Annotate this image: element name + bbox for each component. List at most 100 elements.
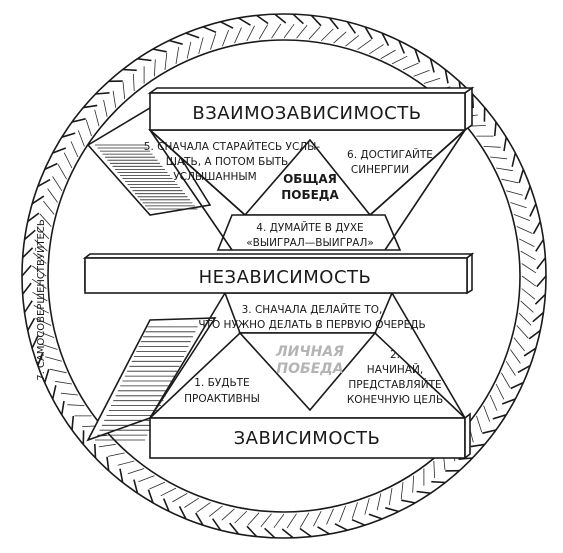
ring-hatch-line [63,152,73,169]
ring-hatch-line [234,510,248,524]
ring-hatch-line [483,405,491,422]
shaded-sides [84,106,217,442]
ring-hatch-line [501,372,511,388]
ring-hatch-line [122,82,126,100]
habit-2: 2. НАЧИНАЙ, ПРЕДСТАВЛЯЙТЕ КОНЕЧНУЮ ЦЕЛЬ [347,349,443,406]
ring-hatch-line [518,238,535,247]
ring-hatch-line [36,226,50,240]
private-victory-line-2: ПОБЕДА [276,361,343,377]
ring-hatch-line [516,226,533,234]
ring-hatch-line [423,77,441,84]
ring-hatch-line [364,498,370,515]
ring-hatch-line [184,497,199,508]
ring-hatch-line [45,356,62,362]
lower-diamond [147,292,468,419]
ring-hatch-line [247,512,260,526]
ring-hatch-line [258,24,269,40]
ring-hatch-line [138,475,155,483]
ring-hatch-line [32,291,48,302]
ring-hatch-line [222,30,229,47]
bar-interdependence: ВЗАИМОЗАВИСИМОСТЬ [147,86,475,132]
ring-hatch-line [85,119,92,137]
ring-hatch-line [49,368,67,374]
habit-7: 7. САМОСОВЕРШЕНСТВУЙТЕСЬ [34,219,47,381]
ring-hatch-line [32,252,47,264]
svg-text:СИНЕРГИИ: СИНЕРГИИ [351,164,409,176]
public-victory-line-1: ОБЩАЯ [283,172,337,186]
ring-hatch-line [380,49,396,59]
ring-hatch-line [55,380,72,385]
ring-hatch-line [39,213,52,227]
ring-hatch-line [164,52,168,70]
ring-hatch-line [506,190,523,196]
ring-hatch-line [513,337,525,352]
ring-hatch-line [271,23,282,39]
svg-text:ПРЕДСТАВЛЯЙТЕ: ПРЕДСТАВЛЯЙТЕ [348,378,441,391]
ring-hatch-line [70,141,79,158]
svg-text:НАЧИНАЙ,: НАЧИНАЙ, [367,363,423,376]
private-victory-line-1: ЛИЧНАЯ [275,344,344,360]
ring-hatch-line [260,513,272,528]
ring-hatch-line [483,146,501,148]
upper-diamond [147,129,468,251]
ring-hatch-line [402,62,419,71]
ring-hatch-line [31,265,47,277]
svg-text:2.: 2. [390,349,400,361]
ring-hatch-line [333,31,347,44]
ring-hatch-line [510,202,527,209]
ring-hatch-line [520,250,536,261]
ring-hatch-line [172,493,188,503]
ring-hatch-line [103,99,108,117]
svg-text:КОНЕЧНУЮ ЦЕЛЬ: КОНЕЧНУЮ ЦЕЛЬ [347,394,443,406]
ring-hatch-line [286,513,297,529]
ring-hatch-line [175,47,180,64]
level-independence: НЕЗАВИСИМОСТЬ [199,267,372,288]
ring-hatch-line [43,200,55,215]
ring-hatch-line [351,502,358,519]
ring-hatch-line [345,35,360,47]
ring-hatch-line [31,278,47,289]
svg-text:1. БУДЬТЕ: 1. БУДЬТЕ [194,377,249,389]
upward-spiral-circle [21,13,547,539]
ring-hatch-line [357,39,372,50]
ring-hatch-line [52,176,63,191]
ring-hatch-line [160,487,177,497]
ring-hatch-line [516,325,529,339]
ring-hatch-line [273,513,285,529]
ring-hatch-line [133,73,135,92]
ring-hatch-line [35,318,52,326]
ring-hatch-line [369,44,384,55]
svg-text:ШАТЬ, А ПОТОМ БЫТЬ: ШАТЬ, А ПОТОМ БЫТЬ [166,156,289,168]
ring-hatch-line [495,383,505,400]
ring-hatch-line [476,415,483,433]
habit-3: 3. СНАЧАЛА ДЕЛАЙТЕ ТО, ЧТО НУЖНО ДЕЛАТЬ … [198,303,425,331]
svg-text:5. СНАЧАЛА СТАРАЙТЕСЬ УСЛЫ-: 5. СНАЧАЛА СТАРАЙТЕСЬ УСЛЫ- [144,140,321,153]
ring-hatch-line [510,349,521,364]
svg-text:«ВЫИГРАЛ—ВЫИГРАЛ»: «ВЫИГРАЛ—ВЫИГРАЛ» [246,237,374,249]
ring-hatch-line [208,505,223,517]
ring-hatch-line [221,508,235,521]
ring-hatch-line [149,481,166,490]
ring-hatch-line [433,460,435,479]
svg-text:ЧТО НУЖНО ДЕЛАТЬ В ПЕРВУЮ ОЧЕР: ЧТО НУЖНО ДЕЛАТЬ В ПЕРВУЮ ОЧЕРЕДЬ [198,319,425,331]
ring-hatch-line [490,156,508,160]
svg-text:3. СНАЧАЛА ДЕЛАЙТЕ ТО,: 3. СНАЧАЛА ДЕЛАЙТЕ ТО, [242,303,383,316]
ring-hatch-line [283,23,295,39]
habit-6: 6. ДОСТИГАЙТЕ СИНЕРГИИ [347,148,433,176]
ring-hatch-line [117,460,135,466]
ring-hatch-line [505,361,516,376]
ring-hatch-line [313,510,322,527]
ring-hatch-line [34,239,48,252]
ring-hatch-line [234,27,242,44]
ring-hatch-line [339,505,346,522]
ring-hatch-line [94,109,100,127]
ring-hatch-line [41,343,58,350]
ring-hatch-line [38,331,55,338]
svg-text:ПРОАКТИВНЫ: ПРОАКТИВНЫ [184,393,260,405]
ring-hatch-line [521,275,537,287]
svg-text:4. ДУМАЙТЕ В ДУХЕ: 4. ДУМАЙТЕ В ДУХЕ [256,221,363,234]
ring-hatch-line [127,468,145,475]
ring-hatch-line [299,512,310,528]
habit-4: 4. ДУМАЙТЕ В ДУХЕ «ВЫИГРАЛ—ВЫИГРАЛ» [246,221,374,249]
